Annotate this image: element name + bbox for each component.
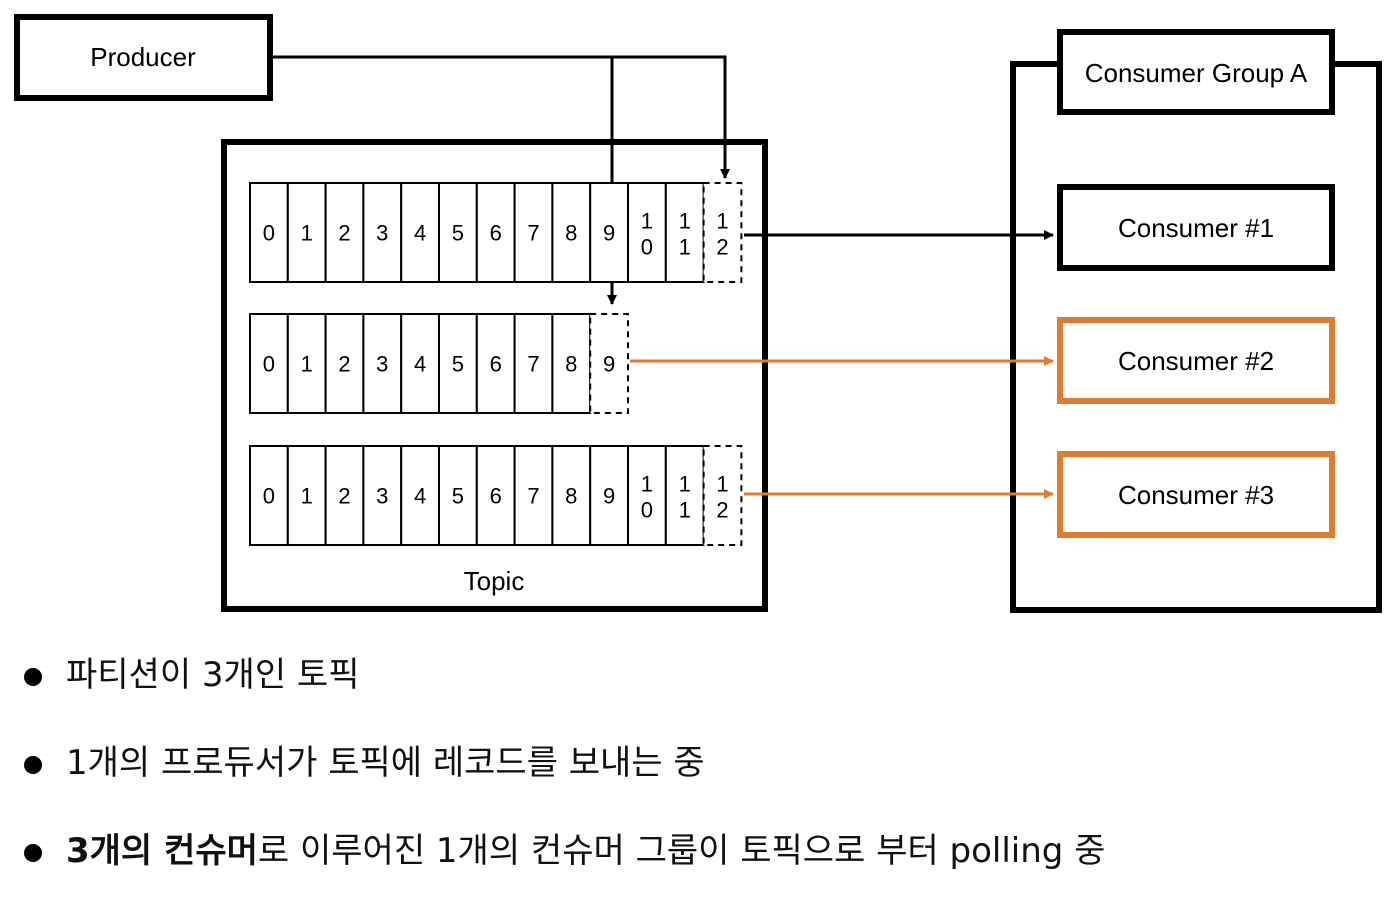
next-offset-label: 2 xyxy=(716,235,728,260)
offset-label: 4 xyxy=(414,221,426,246)
producer-label: Producer xyxy=(90,42,196,72)
offset-label: 2 xyxy=(338,484,350,509)
offset-cell xyxy=(627,182,667,283)
offset-label: 8 xyxy=(565,484,577,509)
offset-cell xyxy=(551,313,592,414)
offset-cell xyxy=(438,445,478,546)
offset-label: 0 xyxy=(641,235,653,260)
offset-cell xyxy=(400,313,441,414)
offset-label: 7 xyxy=(527,352,539,377)
offset-cell xyxy=(249,182,289,283)
offset-label: 0 xyxy=(263,484,275,509)
producer-box xyxy=(14,14,273,101)
offset-cell xyxy=(664,445,705,546)
offset-label: 0 xyxy=(263,221,275,246)
next-offset-cell xyxy=(589,313,630,414)
offset-cell xyxy=(362,445,403,546)
note-text: 로 이루어진 1개의 컨슈머 그룹이 토픽으로 부터 polling 중 xyxy=(257,831,1106,871)
offset-label: 8 xyxy=(565,352,577,377)
offset-label: 1 xyxy=(679,209,691,234)
offset-label: 1 xyxy=(679,235,691,260)
consumer-group-frame xyxy=(1010,61,1382,613)
next-offset-cell xyxy=(702,182,743,283)
offset-label: 1 xyxy=(679,472,691,497)
offset-label: 5 xyxy=(452,484,464,509)
consumer-1: Consumer #1 xyxy=(1057,184,1335,271)
note-item: 1개의 프로듀서가 토픽에 레코드를 보내는 중 xyxy=(20,740,1105,786)
next-offset-label: 1 xyxy=(716,209,728,234)
offset-cell xyxy=(400,445,441,546)
offset-label: 9 xyxy=(603,221,615,246)
bullet-icon xyxy=(24,756,42,774)
offset-label: 1 xyxy=(301,484,313,509)
consumer-3-label: Consumer #3 xyxy=(1118,480,1274,510)
note-item: 3개의 컨슈머로 이루어진 1개의 컨슈머 그룹이 토픽으로 부터 pollin… xyxy=(20,828,1105,874)
offset-cell xyxy=(551,182,592,283)
next-offset-label: 9 xyxy=(603,352,615,377)
offset-label: 3 xyxy=(376,484,388,509)
offset-cell xyxy=(627,445,667,546)
offset-label: 7 xyxy=(527,484,539,509)
consumer-1-box xyxy=(1057,184,1335,271)
offset-label: 1 xyxy=(301,221,313,246)
note-text: 1개의 프로듀서가 토픽에 레코드를 보내는 중 xyxy=(66,743,705,783)
consumer-2-box xyxy=(1057,317,1335,404)
offset-label: 4 xyxy=(414,484,426,509)
note-bold: 3개의 컨슈머 xyxy=(66,831,258,871)
offset-label: 5 xyxy=(452,221,464,246)
offset-label: 0 xyxy=(641,498,653,523)
bullet-icon xyxy=(24,668,42,686)
next-offset-cell xyxy=(702,445,743,546)
offset-cell xyxy=(664,182,705,283)
offset-label: 5 xyxy=(452,352,464,377)
offset-label: 6 xyxy=(490,484,502,509)
offset-label: 9 xyxy=(603,484,615,509)
offset-cell xyxy=(513,182,554,283)
offset-cell xyxy=(324,313,365,414)
consumer-group-header-box xyxy=(1057,29,1335,115)
offset-label: 1 xyxy=(641,472,653,497)
offset-label: 3 xyxy=(376,352,388,377)
consumer-2-label: Consumer #2 xyxy=(1118,346,1274,376)
topic-label: Topic xyxy=(464,566,525,596)
offset-cell xyxy=(249,445,289,546)
offset-label: 1 xyxy=(301,352,313,377)
offset-label: 1 xyxy=(641,209,653,234)
offset-label: 4 xyxy=(414,352,426,377)
offset-label: 6 xyxy=(490,221,502,246)
producer-arrow-partition-0 xyxy=(270,55,730,179)
next-offset-label: 1 xyxy=(716,472,728,497)
consumer-1-label: Consumer #1 xyxy=(1118,213,1274,243)
offset-label: 0 xyxy=(263,352,275,377)
offset-cell xyxy=(324,445,365,546)
offset-label: 6 xyxy=(490,352,502,377)
note-text: 파티션이 3개인 토픽 xyxy=(66,655,360,695)
consumer-3: Consumer #3 xyxy=(1057,451,1335,538)
producer-node: Producer xyxy=(14,14,273,101)
offset-label: 2 xyxy=(338,352,350,377)
offset-label: 2 xyxy=(338,221,350,246)
bullet-icon xyxy=(24,844,42,862)
note-item: 파티션이 3개인 토픽 xyxy=(20,652,1105,698)
notes-list: 파티션이 3개인 토픽 1개의 프로듀서가 토픽에 레코드를 보내는 중 3개의… xyxy=(20,652,1105,916)
next-offset-label: 2 xyxy=(716,498,728,523)
topic-node: Topic xyxy=(221,139,768,612)
offset-label: 7 xyxy=(527,221,539,246)
offset-cell xyxy=(362,313,403,414)
topic-box xyxy=(221,139,768,612)
offset-label: 3 xyxy=(376,221,388,246)
offset-cell xyxy=(475,182,516,283)
consumer-group-label: Consumer Group A xyxy=(1085,58,1308,88)
consumer-group-node: Consumer Group A xyxy=(1010,29,1382,613)
consumer-3-box xyxy=(1057,451,1335,538)
offset-label: 8 xyxy=(565,221,577,246)
consumer-2: Consumer #2 xyxy=(1057,317,1335,404)
offset-label: 1 xyxy=(679,498,691,523)
